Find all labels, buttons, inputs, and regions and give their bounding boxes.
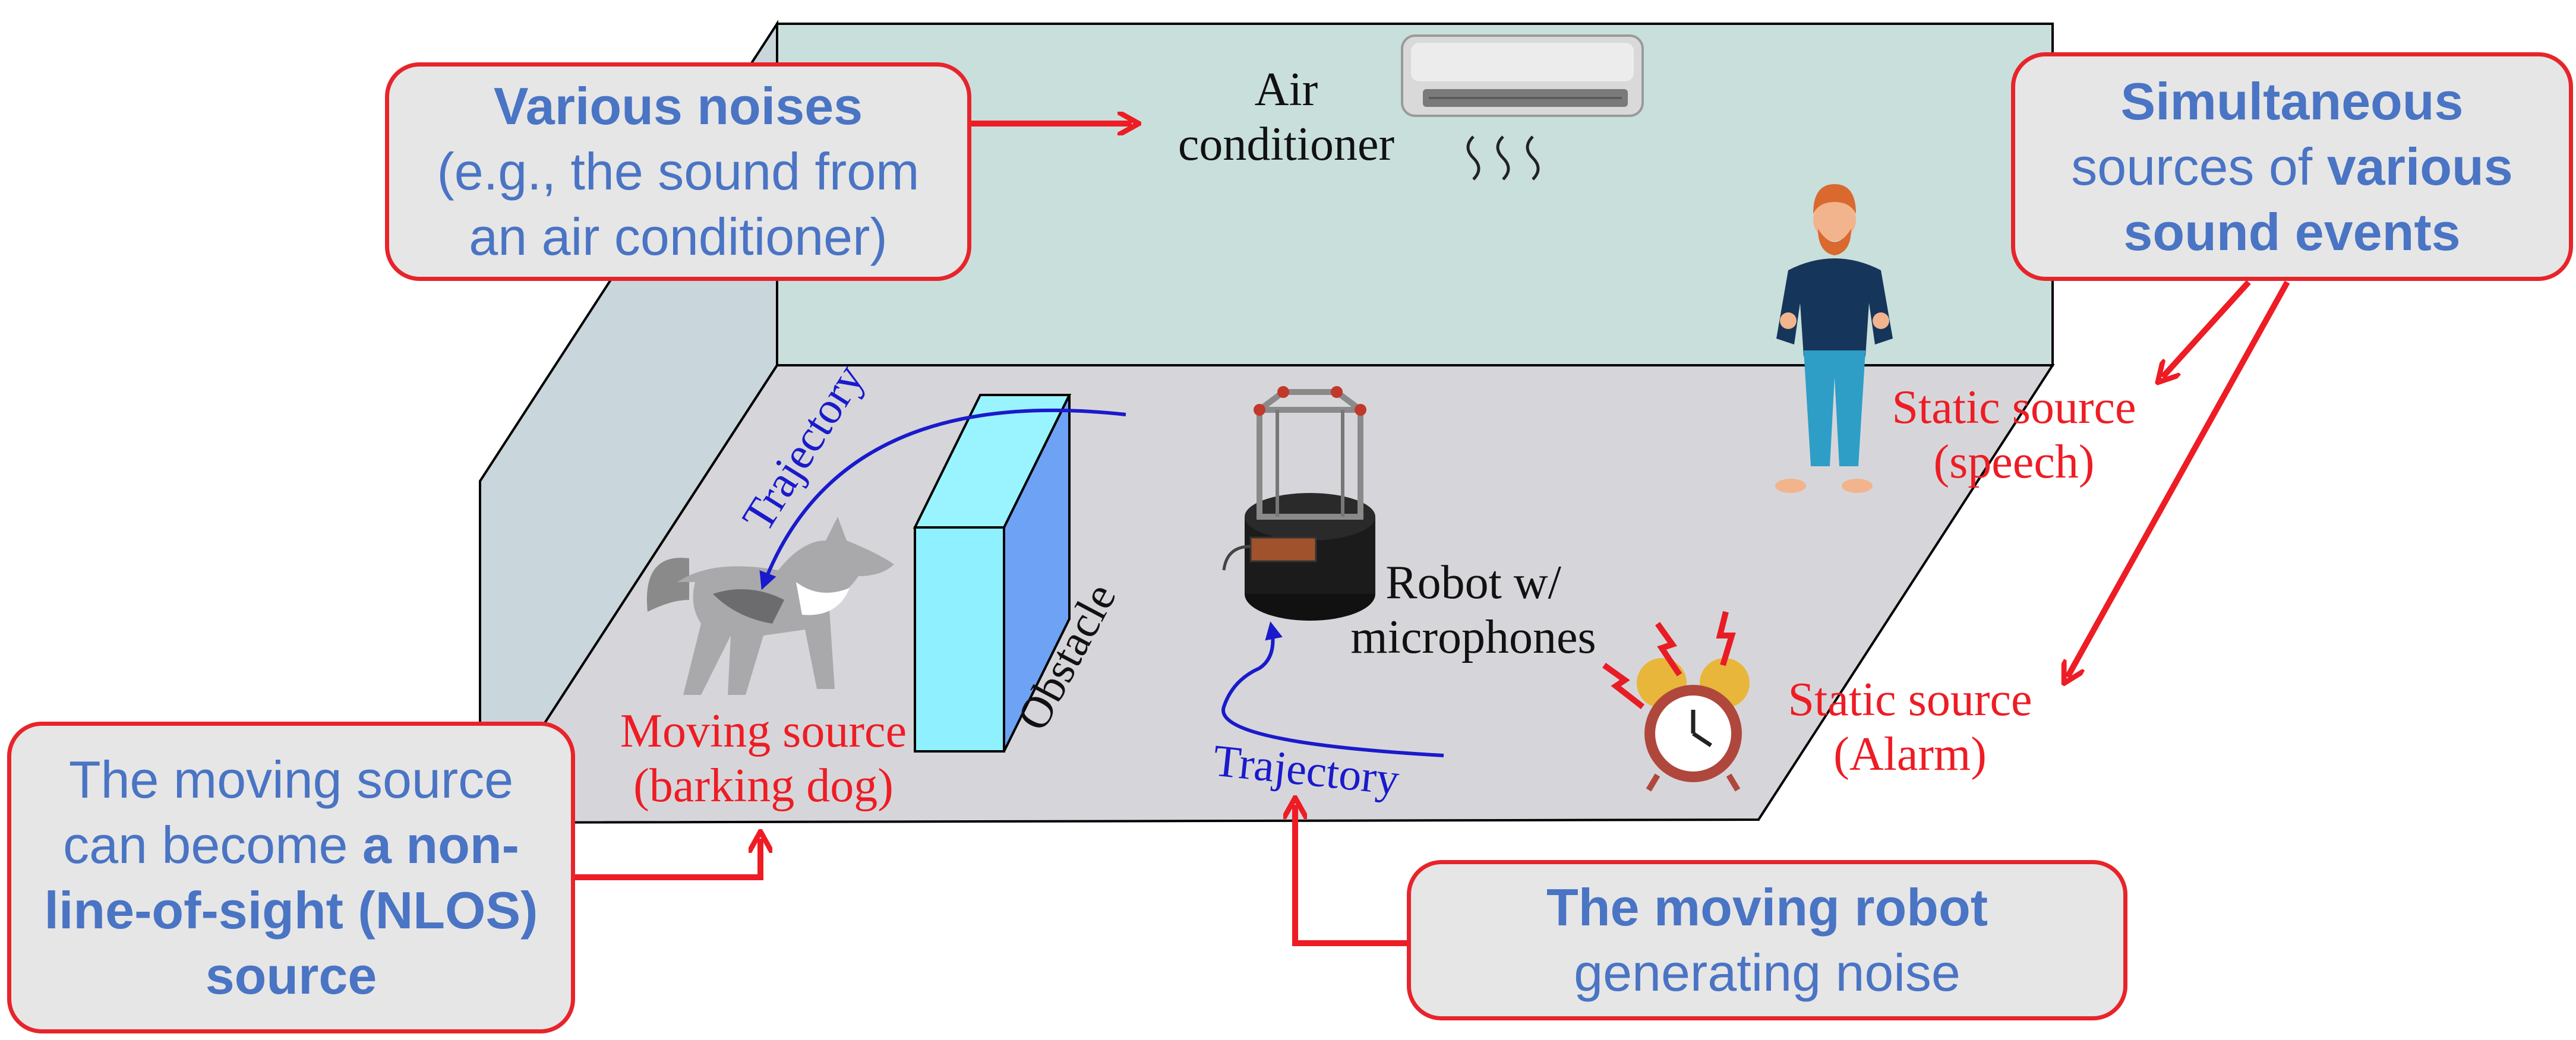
trajectory-dog-path <box>759 408 1126 590</box>
callout-simultaneous-line2: sources of various <box>2071 137 2513 196</box>
speech-source-label-line1: Static source <box>1892 381 2136 434</box>
dog-source-label: Moving source (barking dog) <box>585 704 942 813</box>
arrow-speech <box>2163 280 2251 377</box>
alarm-source-label-line1: Static source <box>1788 674 2032 726</box>
callout-various-noises-line3: an air conditioner) <box>469 207 888 266</box>
speech-source-label-line2: (speech) <box>1933 436 2095 488</box>
air-conditioner-label-line2: conditioner <box>1177 118 1395 170</box>
trajectory-paths <box>759 408 1444 757</box>
robot-label-line1: Robot w/ <box>1385 557 1561 609</box>
callout-simultaneous-line3: sound events <box>2123 202 2461 261</box>
arrow-nlos <box>575 839 760 880</box>
callout-simultaneous-sources: Simultaneous sources of various sound ev… <box>2011 52 2573 281</box>
alarm-source-label: Static source (Alarm) <box>1761 672 2059 782</box>
callout-various-noises-line2: (e.g., the sound from <box>437 142 920 201</box>
callout-various-noises-line1: Various noises <box>493 77 863 135</box>
person-icon <box>1775 184 1893 493</box>
robot-label-line2: microphones <box>1350 611 1596 663</box>
dog-source-label-line2: (barking dog) <box>633 760 894 812</box>
arrow-alarm <box>2067 280 2290 677</box>
callout-nlos-line2: can become a non- <box>63 815 519 874</box>
dog-source-label-line1: Moving source <box>620 705 907 757</box>
red-arrows <box>575 124 2290 946</box>
callout-moving-robot-line1: The moving robot <box>1546 878 1988 937</box>
speech-source-label: Static source (speech) <box>1865 380 2163 489</box>
callout-moving-robot-line2: generating noise <box>1574 943 1961 1002</box>
callout-nlos-line1: The moving source <box>68 750 514 809</box>
air-conditioner-icon <box>1401 34 1644 181</box>
air-conditioner-label: Air conditioner <box>1156 62 1417 172</box>
callout-various-noises: Various noises (e.g., the sound from an … <box>385 62 971 281</box>
robot-icon <box>1222 386 1375 621</box>
robot-label: Robot w/ microphones <box>1337 555 1610 665</box>
alarm-source-label-line2: (Alarm) <box>1833 728 1987 780</box>
trajectory-robot-path <box>1221 621 1444 757</box>
arrow-robot <box>1295 805 1407 946</box>
callout-nlos-source: The moving source can become a non- line… <box>7 722 575 1033</box>
obstacle-block <box>913 394 1072 753</box>
callout-simultaneous-line1: Simultaneous <box>2120 71 2464 131</box>
air-conditioner-label-line1: Air <box>1254 64 1318 116</box>
callout-moving-robot: The moving robot generating noise <box>1407 860 2127 1020</box>
dog-icon <box>646 517 894 695</box>
alarm-clock-icon <box>1602 611 1750 792</box>
callout-nlos-line4: source <box>205 946 377 1005</box>
callout-nlos-line3: line-of-sight (NLOS) <box>44 880 538 940</box>
